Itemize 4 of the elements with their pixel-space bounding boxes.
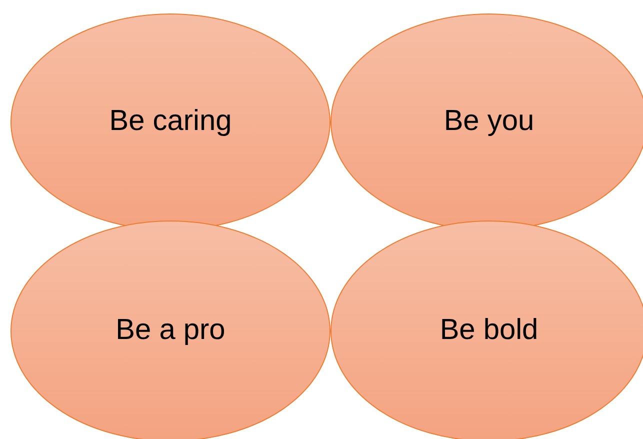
oval-label: Be bold xyxy=(440,313,538,348)
oval-label: Be you xyxy=(444,104,534,140)
oval-label: Be a pro xyxy=(116,313,226,348)
oval-label: Be caring xyxy=(109,104,232,140)
